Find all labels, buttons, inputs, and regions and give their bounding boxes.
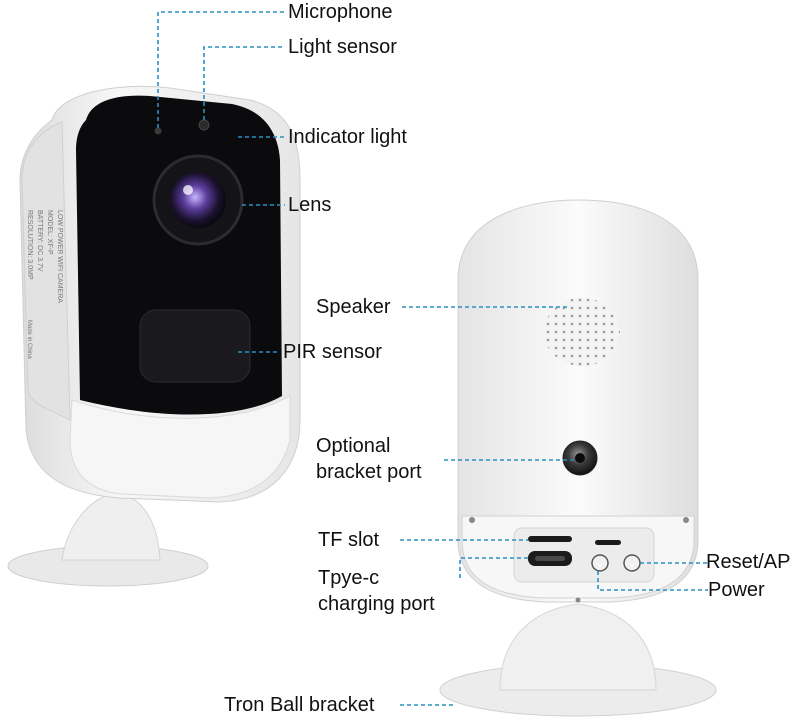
microphone-leader xyxy=(157,11,285,128)
tf-slot xyxy=(528,536,572,542)
light-sensor-dot xyxy=(198,119,210,131)
typec-label-line1: Tpye-c xyxy=(318,567,380,589)
light-sensor-label: Light sensor xyxy=(288,36,397,58)
typec-leader xyxy=(459,557,528,578)
tron-ball-bracket-label: Tron Ball bracket xyxy=(224,694,375,716)
screw-hole xyxy=(575,597,581,603)
sticker-line: LOW POWER WIFI CAMERA xyxy=(56,210,63,303)
product-sticker: LOW POWER WIFI CAMERA MODEL: XF-P BATTER… xyxy=(26,210,63,359)
indicator-light-label: Indicator light xyxy=(288,126,407,148)
back-camera xyxy=(439,199,717,717)
light-sensor-leader xyxy=(203,46,285,120)
pir-sensor-label: PIR sensor xyxy=(283,341,382,363)
bracket-port-label-line1: Optional xyxy=(316,435,391,457)
power-button xyxy=(591,554,609,572)
speaker-label: Speaker xyxy=(316,296,391,318)
right-bracket-mount xyxy=(499,603,657,691)
screw-hole xyxy=(683,517,689,523)
right-camera-body xyxy=(457,199,699,603)
reset-slot xyxy=(595,540,621,545)
left-face-bottom xyxy=(69,395,291,499)
reset-ap-label: Reset/AP xyxy=(706,551,791,573)
front-camera: LOW POWER WIFI CAMERA MODEL: XF-P BATTER… xyxy=(7,85,301,587)
sticker-line: BATTERY: DC 3.7V xyxy=(36,210,43,272)
lens-highlight xyxy=(183,185,193,195)
bracket-port-hole xyxy=(575,453,585,463)
left-side-panel xyxy=(21,121,71,421)
typec-port-inner xyxy=(535,556,565,561)
bracket-port-label-line2: bracket port xyxy=(316,461,422,483)
pir-window xyxy=(139,309,251,383)
lens-label: Lens xyxy=(288,194,332,216)
power-label: Power xyxy=(708,579,765,601)
speaker-grille xyxy=(544,298,620,366)
sticker-line: MODEL: XF-P xyxy=(46,210,53,255)
leader-lines xyxy=(157,11,708,706)
screw-hole xyxy=(469,517,475,523)
microphone-hole xyxy=(154,127,162,135)
left-bracket-mount xyxy=(61,493,161,561)
sticker-line: Made in China xyxy=(26,320,32,359)
lens-glass xyxy=(170,172,226,228)
tf-slot-label: TF slot xyxy=(318,529,380,551)
microphone-label: Microphone xyxy=(288,1,393,23)
typec-label-line2: charging port xyxy=(318,593,435,615)
reset-ap-button xyxy=(623,554,641,572)
power-leader xyxy=(597,571,708,591)
sticker-line: RESOLUTION: 3.0MP xyxy=(26,210,33,280)
